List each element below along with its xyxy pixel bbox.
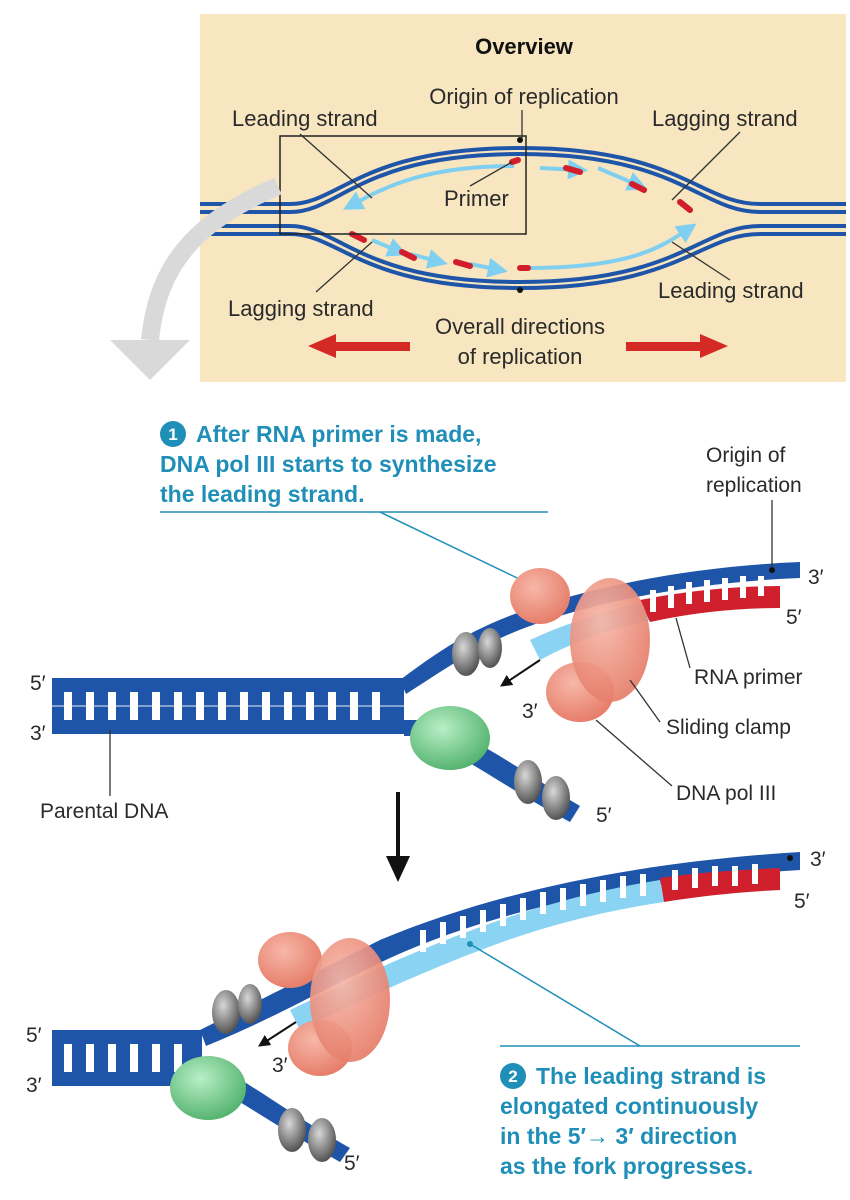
step2-bottom-5: 5′ (344, 1152, 360, 1175)
ssb-protein-7 (278, 1108, 306, 1152)
step2-number-badge (500, 1063, 526, 1089)
upper-rungs (650, 576, 764, 612)
step2-text-line1: The leading strand is (536, 1063, 766, 1089)
step1-number: 1 (168, 425, 177, 444)
synthesis-direction-arrow (500, 659, 541, 687)
dna-pol-iii-label: DNA pol III (676, 782, 776, 805)
sliding-clamp (570, 578, 650, 702)
origin-dot-bottom (517, 287, 523, 293)
ssb-protein-5 (212, 990, 240, 1034)
step2-end-5-right: 5′ (794, 890, 810, 913)
upper-template-strand (400, 562, 800, 694)
lagging-strand-top-label: Lagging strand (652, 106, 798, 131)
progression-arrow (386, 792, 410, 882)
overview-background (200, 14, 846, 382)
step1-mid-3: 3′ (522, 700, 538, 723)
overview-leader-lines (299, 110, 741, 293)
step1-bottom-5: 5′ (596, 804, 612, 827)
dna-pol-iii-front-2 (258, 932, 322, 988)
synthesis-direction-arrow-2 (257, 1021, 297, 1047)
ssb-protein-3 (514, 760, 542, 804)
sliding-clamp-2 (310, 938, 390, 1062)
origin-dot-top (517, 137, 523, 143)
directions-label-line1: Overall directions (435, 314, 605, 339)
leading-strand-top-label: Leading strand (232, 106, 378, 131)
zoom-region-box (279, 135, 527, 235)
step1-origin-line1: Origin of (706, 444, 786, 467)
step2-left-3: 3′ (26, 1074, 42, 1097)
rna-primer-label: RNA primer (694, 666, 803, 689)
sliding-clamp-label: Sliding clamp (666, 716, 791, 739)
step2-number: 2 (508, 1067, 517, 1086)
step2-left-5: 5′ (26, 1024, 42, 1047)
step1-end-3-top: 3′ (808, 566, 824, 589)
zoom-arrow (110, 177, 282, 380)
step2-caption: 2 The leading strand is elongated contin… (467, 941, 800, 1179)
dna-pol-leader (595, 719, 673, 787)
origin-dot-step1 (769, 567, 775, 573)
dna-pol-iii-front (510, 568, 570, 624)
step2-pointer-dot (467, 941, 473, 947)
step1-end-5-right: 5′ (786, 606, 802, 629)
step2-text-line4: as the fork progresses. (500, 1153, 753, 1179)
step1-left-3: 3′ (30, 722, 46, 745)
step1-text-line1: After RNA primer is made, (196, 421, 481, 447)
parental-dna-label: Parental DNA (40, 800, 168, 823)
leading-strand-bottom-label: Leading strand (658, 278, 804, 303)
helicase-2 (170, 1056, 246, 1120)
step1-number-badge (160, 421, 186, 447)
step1-pointer (379, 511, 539, 589)
step2-end-3-top: 3′ (810, 848, 826, 871)
rna-primer-step2 (660, 868, 780, 902)
step1-fork: Origin of replication 3′ 5′ 5′ 3′ 3′ 5′ … (30, 444, 824, 827)
helicase (410, 706, 490, 770)
overview-title: Overview (475, 34, 574, 59)
step2-text-line2: elongated continuously (500, 1093, 758, 1119)
ssb-protein-8 (308, 1118, 336, 1162)
lagging-strand-bottom-label: Lagging strand (228, 296, 374, 321)
step2-text-line3: in the 5′→ 3′ direction (500, 1123, 737, 1149)
step2-pointer (469, 943, 641, 1047)
ssb-protein-1 (452, 632, 480, 676)
step2-mid-3: 3′ (272, 1054, 288, 1077)
step1-text-line3: the leading strand. (160, 481, 364, 507)
sliding-clamp-leader (629, 679, 661, 723)
step1-caption: 1 After RNA primer is made, DNA pol III … (160, 421, 548, 591)
primer-label: Primer (444, 186, 509, 211)
ssb-protein-4 (542, 776, 570, 820)
rna-primer-leader (675, 617, 691, 669)
leading-new-strand-2 (290, 880, 664, 1030)
replication-direction-arrows (308, 334, 728, 358)
directions-label-line2: of replication (458, 344, 583, 369)
step1-left-5: 5′ (30, 672, 46, 695)
primers-overview (349, 157, 693, 271)
ssb-protein-2 (478, 628, 502, 668)
upper-rungs-2 (420, 864, 758, 952)
ssb-protein-6 (238, 984, 262, 1024)
step1-origin-line2: replication (706, 474, 802, 497)
step1-text-line2: DNA pol III starts to synthesize (160, 451, 497, 477)
origin-dot-step2 (787, 855, 793, 861)
step2-fork: 3′ 5′ 5′ 3′ 3′ 5′ (26, 848, 826, 1175)
origin-label-overview: Origin of replication (429, 84, 619, 109)
overview-panel: Overview Origin of replication Leading s… (200, 14, 846, 382)
parental-rungs-2 (64, 1044, 182, 1072)
